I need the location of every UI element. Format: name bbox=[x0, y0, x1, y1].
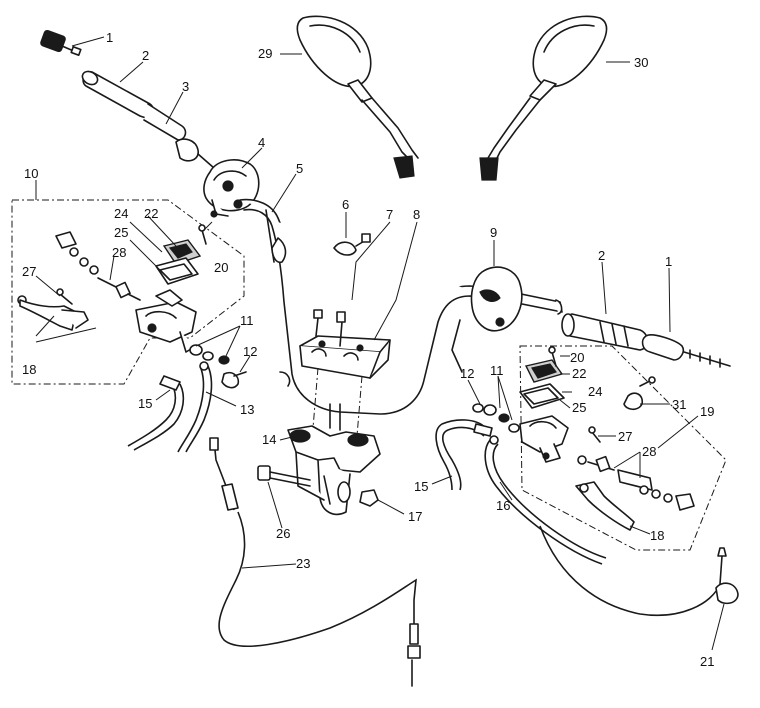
callout-19: 19 bbox=[700, 404, 714, 419]
callout-29: 29 bbox=[258, 46, 272, 61]
callout-25-left: 25 bbox=[114, 225, 128, 240]
callout-1-right: 1 bbox=[665, 254, 672, 269]
callout-2-left: 2 bbox=[142, 48, 149, 63]
right-brake-hose-16 bbox=[484, 435, 607, 565]
right-brake-lever bbox=[575, 481, 635, 531]
clamp-bolt-6 bbox=[313, 309, 323, 337]
right-bar-end-weight bbox=[641, 334, 731, 368]
callout-26: 26 bbox=[276, 526, 290, 541]
left-cable-15 bbox=[127, 375, 185, 451]
upper-handlebar-clamp bbox=[299, 335, 391, 449]
left-cap-screw-20 bbox=[198, 224, 207, 245]
callout-16: 16 bbox=[496, 498, 510, 513]
right-assembly-outline bbox=[519, 345, 727, 551]
callout-13: 13 bbox=[240, 402, 254, 417]
callout-10: 10 bbox=[24, 166, 38, 181]
callout-24-right: 24 bbox=[588, 384, 602, 399]
left-brake-lever bbox=[17, 295, 89, 331]
callout-12-right: 12 bbox=[460, 366, 474, 381]
right-lever-bolt-27 bbox=[588, 426, 601, 443]
left-reservoir-cap bbox=[155, 239, 202, 285]
callout-9: 9 bbox=[490, 225, 497, 240]
callout-21: 21 bbox=[700, 654, 714, 669]
callout-22-left: 22 bbox=[144, 206, 158, 221]
callout-18-right: 18 bbox=[650, 528, 664, 543]
callout-15-right: 15 bbox=[414, 479, 428, 494]
callout-2-right: 2 bbox=[598, 248, 605, 263]
right-master-cylinder bbox=[519, 415, 569, 463]
callout-6: 6 bbox=[342, 197, 349, 212]
left-lever-bolt-27 bbox=[56, 288, 73, 305]
callout-24-left: 24 bbox=[114, 206, 128, 221]
left-master-cylinder bbox=[135, 289, 197, 353]
callout-1-left: 1 bbox=[106, 30, 113, 45]
leader-lines bbox=[35, 36, 725, 651]
callout-28-left: 28 bbox=[112, 245, 126, 260]
clutch-cable-21 bbox=[539, 525, 739, 616]
left-assembly-outline bbox=[11, 199, 245, 385]
callout-8: 8 bbox=[413, 207, 420, 222]
callout-28-right: 28 bbox=[642, 444, 656, 459]
left-bar-end-weight bbox=[40, 29, 82, 56]
callout-14: 14 bbox=[262, 432, 276, 447]
callout-5: 5 bbox=[296, 161, 303, 176]
right-cap-screw-20 bbox=[548, 346, 557, 367]
left-banjo-bolt-12 bbox=[221, 371, 247, 389]
left-mirror bbox=[296, 15, 419, 179]
callout-17: 17 bbox=[408, 509, 422, 524]
callout-31: 31 bbox=[672, 397, 686, 412]
right-bracket-31 bbox=[623, 376, 656, 411]
left-switch-housing bbox=[203, 159, 260, 218]
right-reservoir-cap bbox=[519, 359, 565, 409]
left-brake-hose-13 bbox=[177, 361, 213, 453]
callout-20-left: 20 bbox=[214, 260, 228, 275]
left-grip bbox=[81, 70, 187, 141]
callout-27-left: 27 bbox=[22, 264, 36, 279]
callout-27-right: 27 bbox=[618, 429, 632, 444]
lower-handlebar-clamp bbox=[287, 403, 381, 516]
callout-7: 7 bbox=[386, 207, 393, 222]
callout-30: 30 bbox=[634, 55, 648, 70]
callout-23: 23 bbox=[296, 556, 310, 571]
callout-3: 3 bbox=[182, 79, 189, 94]
right-mirror bbox=[479, 15, 608, 181]
clamp-bolt-7 bbox=[336, 311, 346, 347]
callout-4: 4 bbox=[258, 135, 265, 150]
clamp-nut-17 bbox=[359, 489, 379, 507]
left-pushrod-parts bbox=[55, 231, 141, 301]
callout-20-right: 20 bbox=[570, 350, 584, 365]
cable-clip-left bbox=[333, 233, 371, 256]
callout-25-right: 25 bbox=[572, 400, 586, 415]
clamp-bolt-26 bbox=[257, 465, 311, 487]
callout-labels: 1 2 3 4 5 6 7 8 9 10 11 11 12 12 13 14 1… bbox=[22, 30, 714, 669]
right-pushrod-parts bbox=[577, 455, 695, 511]
right-cable-15 bbox=[435, 419, 493, 491]
right-banjo-washers bbox=[472, 403, 520, 433]
left-banjo-washers bbox=[189, 344, 230, 365]
callout-12-left: 12 bbox=[243, 344, 257, 359]
callout-15-left: 15 bbox=[138, 396, 152, 411]
callout-11-left: 11 bbox=[240, 313, 254, 328]
callout-11-right: 11 bbox=[490, 363, 504, 378]
right-grip bbox=[561, 313, 649, 351]
left-throttle-sleeve bbox=[175, 138, 215, 169]
right-switch-housing bbox=[451, 266, 523, 373]
callout-22-right: 22 bbox=[572, 366, 586, 381]
throttle-cable-23 bbox=[209, 437, 421, 687]
callout-18-left: 18 bbox=[22, 362, 36, 377]
